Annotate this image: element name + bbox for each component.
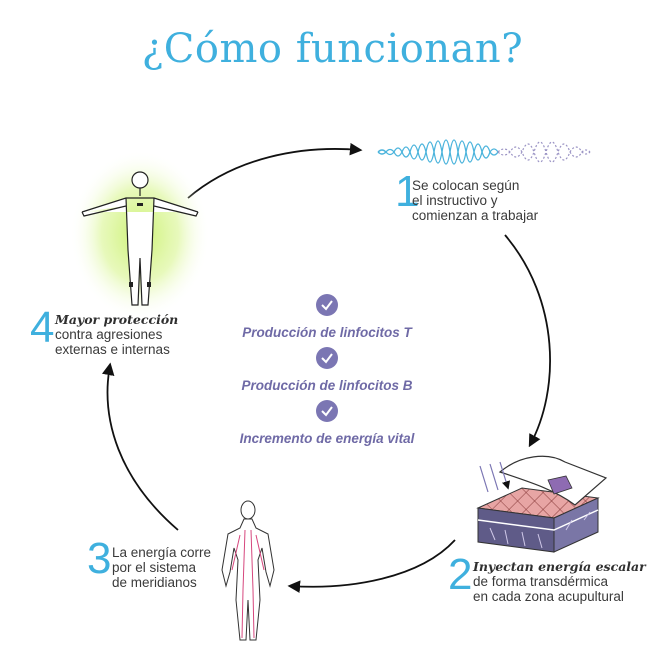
patch-skin-icon [476,455,608,553]
check-icon [316,400,338,422]
step-1-text: Se colocan según el instructivo y comien… [412,178,538,223]
arrow-1-to-2 [504,234,551,448]
step-3-number: 3 [87,534,112,583]
step-4-number: 4 [30,303,55,352]
step-3-line: La energía corre [112,545,212,560]
step-1-number: 1 [395,167,420,216]
step-4-line: contra agresiones [55,327,163,342]
step-2-line: en cada zona acupultural [473,589,624,604]
step-3-line: por el sistema [112,560,197,575]
arrow-4-to-1 [187,142,363,199]
page-title: ¿Cómo funcionan? [141,26,524,72]
wave-icon [377,139,591,165]
step-1-line: el instructivo y [412,193,498,208]
step-3-line: de meridianos [112,575,197,590]
step-3-text: La energía corre por el sistema de merid… [112,545,211,590]
step-4-text: Mayor protección contra agresiones exter… [55,312,178,357]
arrow-2-to-3 [287,539,456,593]
step-4-line: externas e internas [55,342,170,357]
meridian-body-icon [221,500,275,641]
step-2-emphasis: Inyectan energía escalar [473,559,646,574]
step-2-text: Inyectan energía escalar de forma transd… [473,559,646,604]
glowing-body-icon [70,150,210,320]
arrow-3-to-4 [102,362,179,531]
benefit-item: Producción de linfocitos B [241,378,413,393]
step-2-number: 2 [448,550,473,599]
benefit-item: Producción de linfocitos T [242,325,412,340]
step-1-line: comienzan a trabajar [412,208,539,223]
step-1-line: Se colocan según [412,178,520,193]
check-icon [316,347,338,369]
step-2-line: de forma transdérmica [473,574,609,589]
check-icon [316,294,338,316]
benefit-item: Incremento de energía vital [239,431,415,446]
step-4-emphasis: Mayor protección [55,312,179,327]
